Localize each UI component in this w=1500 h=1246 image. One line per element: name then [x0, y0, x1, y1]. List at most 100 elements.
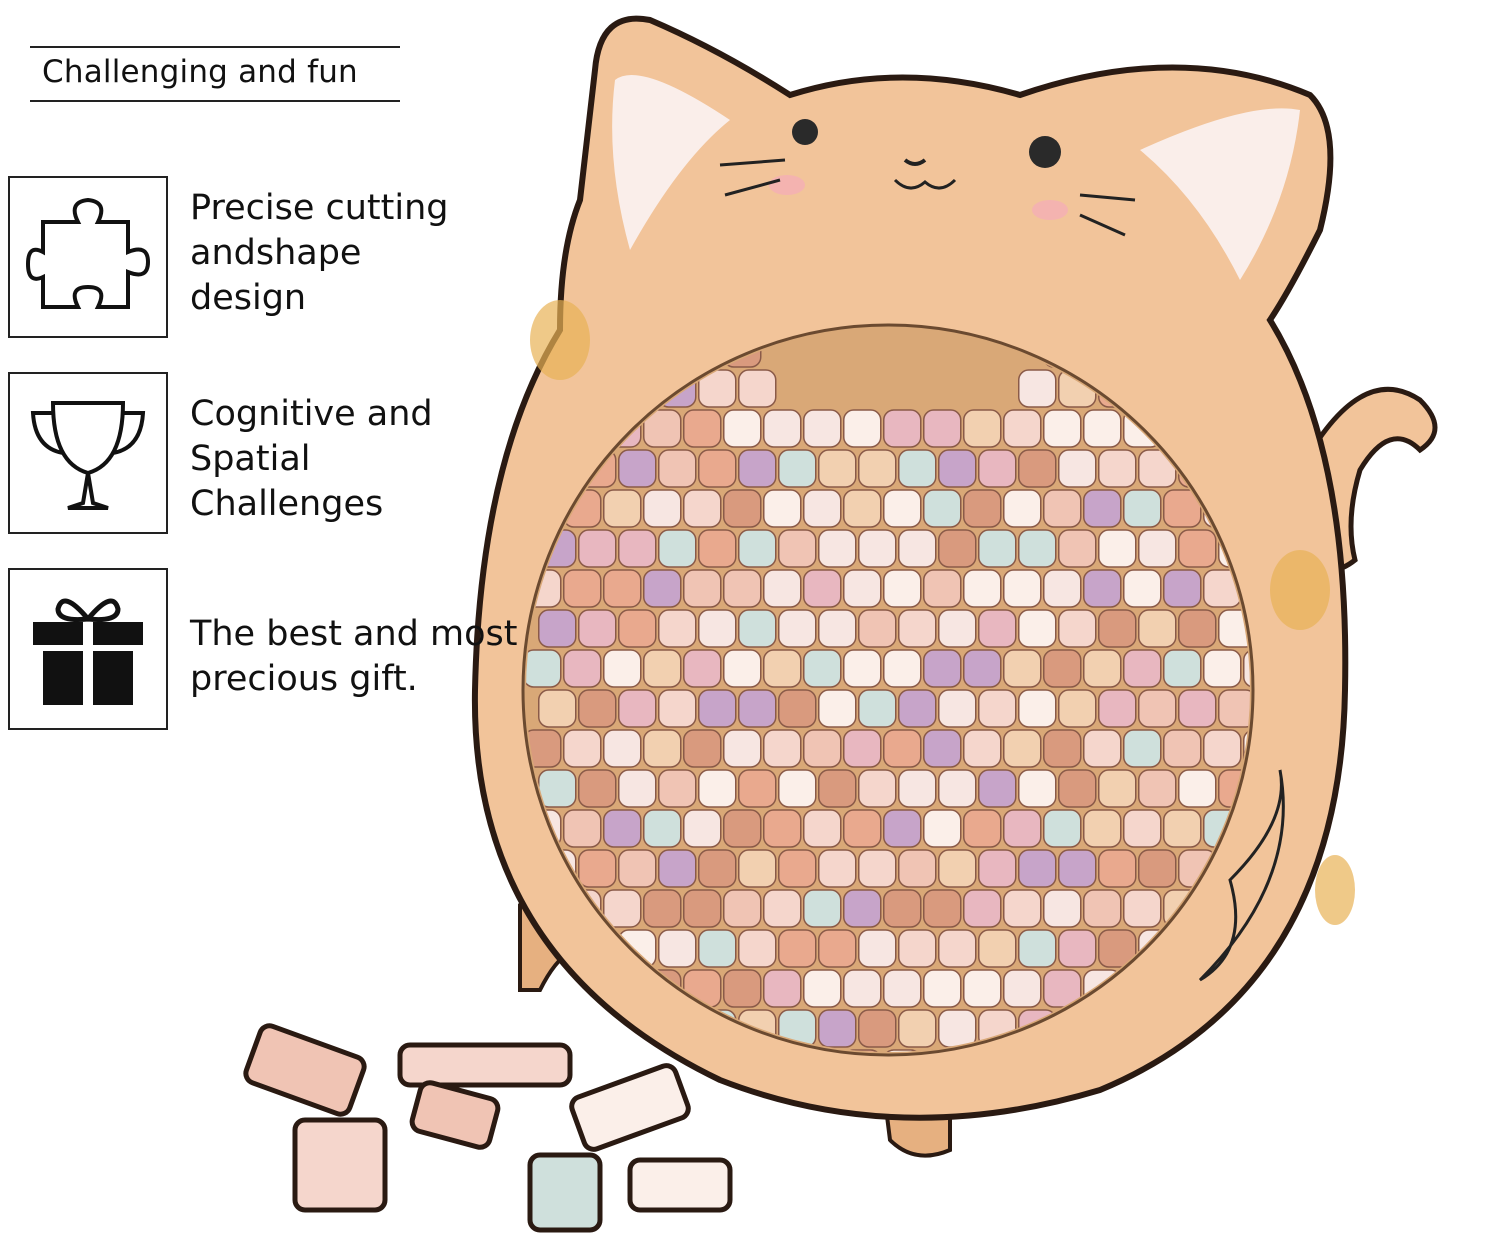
- puzzle-piece: [763, 409, 802, 448]
- puzzle-piece: [1083, 729, 1122, 768]
- puzzle-piece: [1098, 609, 1137, 648]
- puzzle-piece: [1123, 649, 1162, 688]
- puzzle-piece: [858, 849, 897, 888]
- puzzle-piece: [658, 529, 697, 568]
- puzzle-piece: [603, 489, 642, 528]
- puzzle-piece: [803, 409, 842, 448]
- puzzle-piece: [618, 689, 657, 728]
- puzzle-piece: [738, 449, 777, 488]
- feature-line: Precise cutting: [190, 188, 449, 228]
- puzzle-piece: [963, 649, 1002, 688]
- puzzle-piece: [603, 809, 642, 848]
- puzzle-piece: [1123, 809, 1162, 848]
- feature-line: Cognitive and: [190, 394, 433, 434]
- puzzle-piece: [883, 809, 922, 848]
- puzzle-piece: [723, 729, 762, 768]
- puzzle-piece: [763, 569, 802, 608]
- puzzle-piece: [1018, 449, 1057, 488]
- puzzle-piece: [738, 369, 777, 408]
- puzzle-piece: [1098, 689, 1137, 728]
- puzzle-piece: [803, 649, 842, 688]
- puzzle-piece: [978, 929, 1017, 968]
- puzzle-piece: [778, 689, 817, 728]
- puzzle-piece: [858, 929, 897, 968]
- puzzle-piece: [1018, 369, 1057, 408]
- puzzle-piece: [738, 849, 777, 888]
- puzzle-piece: [763, 889, 802, 928]
- puzzle-piece: [1123, 489, 1162, 528]
- puzzle-piece: [818, 449, 857, 488]
- puzzle-piece: [923, 409, 962, 448]
- puzzle-piece: [963, 569, 1002, 608]
- puzzle-piece: [563, 809, 602, 848]
- puzzle-piece: [1043, 969, 1082, 1008]
- puzzle-piece: [618, 849, 657, 888]
- puzzle-piece: [763, 489, 802, 528]
- puzzle-piece: [1243, 649, 1250, 688]
- puzzle-piece: [578, 849, 617, 888]
- puzzle-piece: [978, 849, 1017, 888]
- puzzle-piece: [938, 529, 977, 568]
- puzzle-piece: [1003, 729, 1042, 768]
- puzzle-piece: [1058, 449, 1097, 488]
- puzzle-piece: [1043, 889, 1082, 928]
- feature-line: The best and most: [190, 614, 518, 654]
- feature-text-precise: Precise cutting andshape design: [190, 186, 449, 321]
- puzzle-piece: [1003, 409, 1042, 448]
- header-title: Challenging and fun: [42, 54, 358, 90]
- puzzle-piece: [818, 689, 857, 728]
- puzzle-piece: [963, 489, 1002, 528]
- puzzle-piece: [763, 969, 802, 1008]
- puzzle-piece: [883, 409, 922, 448]
- puzzle-piece: [1043, 489, 1082, 528]
- puzzle-piece: [1178, 529, 1217, 568]
- puzzle-piece: [843, 489, 882, 528]
- puzzle-piece: [803, 969, 842, 1008]
- puzzle-piece: [898, 929, 937, 968]
- puzzle-piece: [1098, 769, 1137, 808]
- puzzle-piece: [938, 929, 977, 968]
- puzzle-piece: [778, 449, 817, 488]
- puzzle-piece: [883, 649, 922, 688]
- trophy-icon: [8, 372, 168, 534]
- puzzle-piece: [923, 969, 962, 1008]
- puzzle-piece: [843, 569, 882, 608]
- puzzle-piece: [938, 849, 977, 888]
- puzzle-piece: [883, 889, 922, 928]
- puzzle-piece: [1043, 809, 1082, 848]
- puzzle-piece: [683, 489, 722, 528]
- puzzle-piece: [1003, 889, 1042, 928]
- puzzle-piece: [883, 969, 922, 1008]
- puzzle-piece: [843, 969, 882, 1008]
- puzzle-piece: [1058, 689, 1097, 728]
- puzzle-piece: [1123, 889, 1162, 928]
- puzzle-piece: [963, 729, 1002, 768]
- feature-text-cognitive: Cognitive and Spatial Challenges: [190, 392, 433, 527]
- puzzle-piece: [603, 569, 642, 608]
- puzzle-piece: [1003, 489, 1042, 528]
- puzzle-piece: [818, 529, 857, 568]
- puzzle-piece: [858, 1009, 897, 1048]
- loose-puzzle-pieces: [243, 1023, 733, 1233]
- puzzle-piece: [818, 929, 857, 968]
- puzzle-piece: [858, 449, 897, 488]
- puzzle-piece: [938, 769, 977, 808]
- puzzle-piece: [1138, 769, 1177, 808]
- puzzle-piece: [923, 729, 962, 768]
- puzzle-piece: [1098, 929, 1137, 968]
- puzzle-piece: [1098, 449, 1137, 488]
- puzzle-piece: [1123, 729, 1162, 768]
- puzzle-piece: [698, 529, 737, 568]
- puzzle-piece: [1018, 609, 1057, 648]
- puzzle-piece: [1058, 609, 1097, 648]
- puzzle-piece: [858, 529, 897, 568]
- puzzle-piece: [1178, 769, 1217, 808]
- puzzle-piece: [723, 809, 762, 848]
- loose-puzzle-piece: [292, 1117, 388, 1213]
- puzzle-piece: [563, 649, 602, 688]
- puzzle-piece: [603, 729, 642, 768]
- puzzle-piece: [1058, 929, 1097, 968]
- puzzle-piece: [698, 929, 737, 968]
- puzzle-piece: [643, 569, 682, 608]
- puzzle-piece: [578, 1009, 617, 1048]
